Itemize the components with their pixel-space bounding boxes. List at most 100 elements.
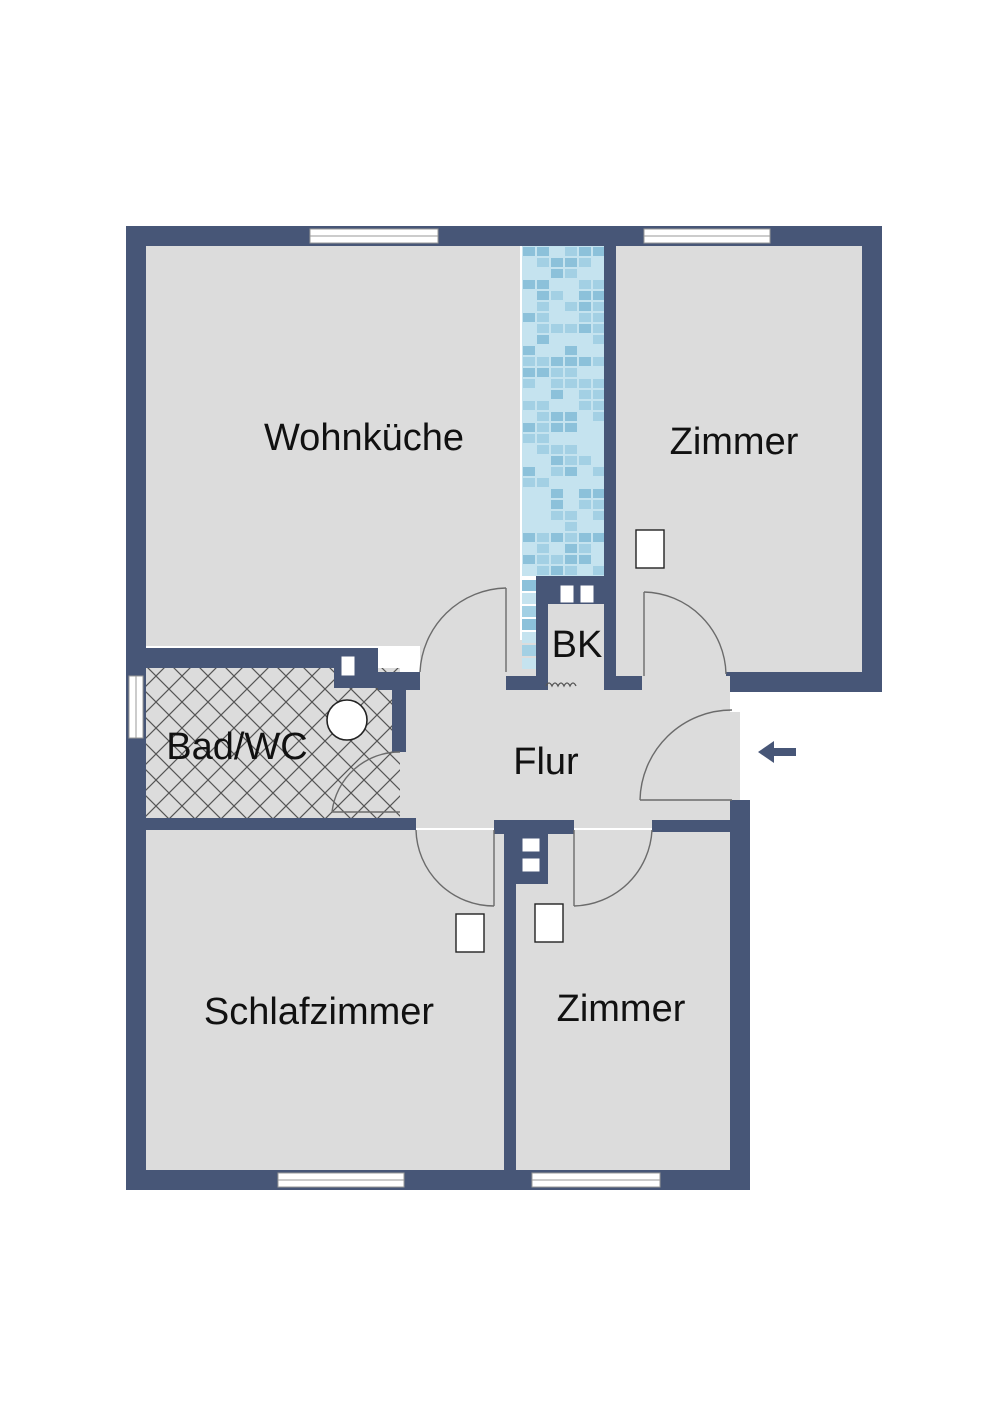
tile (537, 533, 549, 542)
tile (551, 555, 563, 564)
tile (579, 489, 591, 498)
tile (565, 280, 577, 289)
tile (551, 313, 563, 322)
tile (565, 313, 577, 322)
tile (523, 269, 535, 278)
floor-schlafzimmer (146, 830, 504, 1170)
tile (565, 346, 577, 355)
tile (579, 302, 591, 311)
tile (537, 280, 549, 289)
tile (551, 533, 563, 542)
tile (593, 368, 605, 377)
tile (523, 379, 535, 388)
tile (565, 401, 577, 410)
tile (537, 500, 549, 509)
tile (565, 467, 577, 476)
floor-zimmer-bottom (514, 830, 730, 1170)
tile (551, 489, 563, 498)
floor-zimmer-top (614, 246, 862, 672)
tile (593, 434, 605, 443)
tile (565, 434, 577, 443)
tile (523, 511, 535, 520)
tile (551, 478, 563, 487)
tile (537, 511, 549, 520)
tile (593, 269, 605, 278)
tile (537, 291, 549, 300)
tile (523, 346, 535, 355)
tile (579, 346, 591, 355)
tile (523, 566, 535, 575)
label-bad-wc: Bad/WC (166, 726, 307, 768)
tile (565, 291, 577, 300)
tile (565, 555, 577, 564)
door-schlafzimmer (415, 829, 495, 907)
tile (523, 412, 535, 421)
tile (593, 357, 605, 366)
tile (593, 390, 605, 399)
tile (593, 335, 605, 344)
tile (579, 423, 591, 432)
tile (551, 269, 563, 278)
tile (523, 500, 535, 509)
tile (579, 280, 591, 289)
tile (593, 467, 605, 476)
tile (523, 434, 535, 443)
tile (551, 467, 563, 476)
tile (593, 324, 605, 333)
tile (551, 346, 563, 355)
toilet-icon (326, 699, 368, 741)
tile (565, 445, 577, 454)
tile (537, 302, 549, 311)
label-zimmer-top: Zimmer (670, 421, 799, 463)
radiator-icon (455, 529, 665, 953)
tile (579, 390, 591, 399)
tile (551, 247, 563, 256)
tile (523, 302, 535, 311)
tile (551, 434, 563, 443)
tile (565, 533, 577, 542)
tile (579, 467, 591, 476)
tile (593, 346, 605, 355)
tile (579, 412, 591, 421)
tile (537, 313, 549, 322)
tile (551, 500, 563, 509)
tile (551, 335, 563, 344)
tile (537, 258, 549, 267)
tile (579, 555, 591, 564)
tile (523, 533, 535, 542)
tile (593, 511, 605, 520)
tile (579, 379, 591, 388)
floor-wohnkueche (146, 246, 520, 646)
tile (565, 247, 577, 256)
tile (537, 390, 549, 399)
tile (537, 247, 549, 256)
tile (565, 390, 577, 399)
tile (565, 511, 577, 520)
label-bk: BK (552, 624, 603, 666)
tile (593, 258, 605, 267)
label-wohnkueche: Wohnküche (264, 417, 464, 459)
tile (579, 269, 591, 278)
tile (551, 511, 563, 520)
tile (537, 555, 549, 564)
tile (551, 280, 563, 289)
tile (551, 401, 563, 410)
floor-bk (548, 604, 606, 690)
tile (523, 555, 535, 564)
tile (523, 368, 535, 377)
tile (593, 456, 605, 465)
tile (551, 423, 563, 432)
tile (579, 500, 591, 509)
door-zimmer-bottom (573, 829, 653, 907)
tile (551, 566, 563, 575)
tile (523, 522, 535, 531)
tile (579, 357, 591, 366)
tile (565, 368, 577, 377)
tile (593, 291, 605, 300)
tile (537, 434, 549, 443)
tile (523, 467, 535, 476)
tile (537, 522, 549, 531)
tile (579, 324, 591, 333)
tile (579, 335, 591, 344)
tile (537, 456, 549, 465)
